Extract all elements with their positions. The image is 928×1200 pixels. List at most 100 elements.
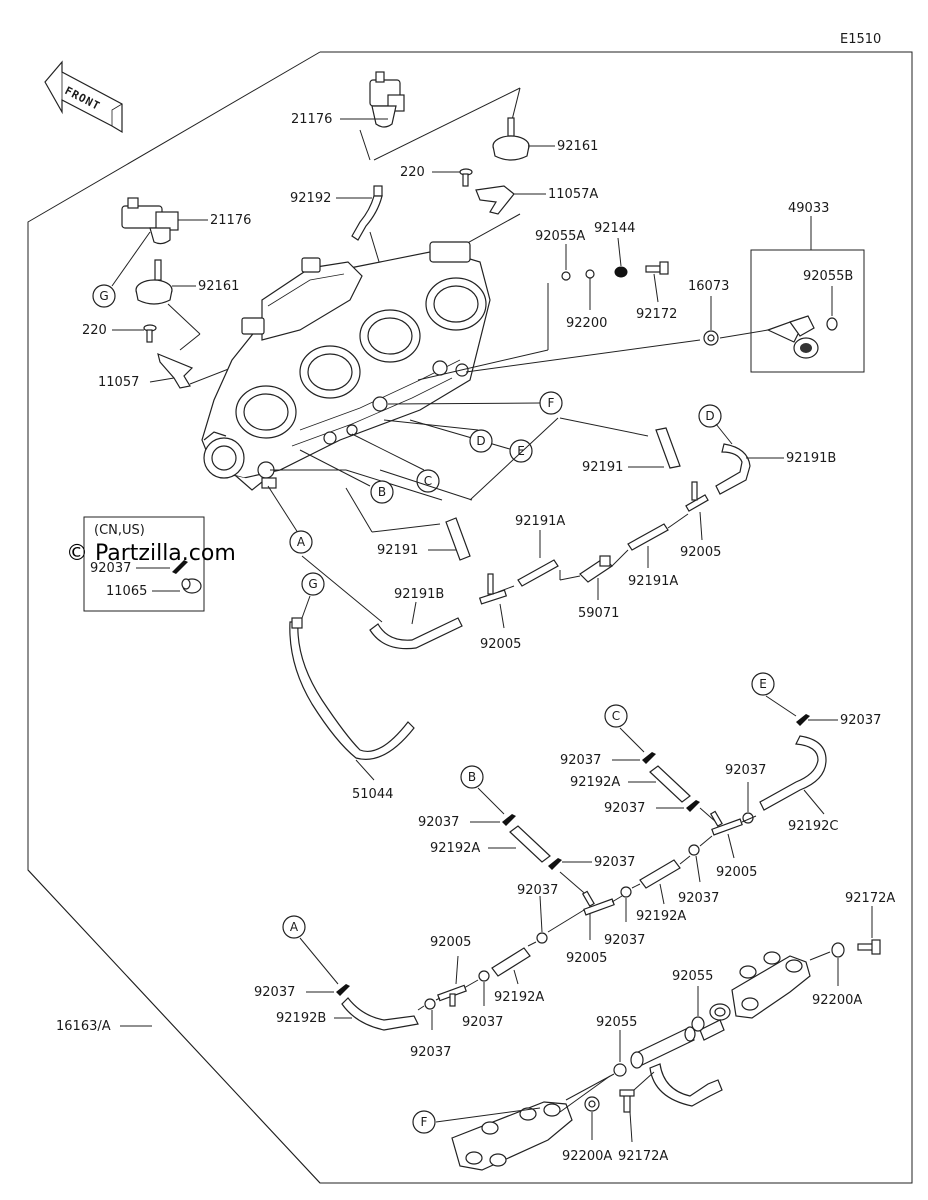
clamp-92037-a[interactable] [336,984,350,996]
bolt-220-top[interactable] [459,168,473,187]
oring-92037-a2[interactable] [424,998,436,1010]
part-92037-c2[interactable]: 92037 [604,801,645,816]
part-21176-left[interactable]: 21176 [210,213,251,228]
hose-92192C[interactable] [759,735,827,811]
hose-92192A-l[interactable] [491,947,531,977]
hose-51044[interactable] [289,617,415,760]
cap-92144[interactable] [614,266,628,278]
fuel-rail-left[interactable] [451,1101,573,1171]
callout-G-lower[interactable]: G [301,572,325,596]
part-92037-c[interactable]: 92037 [560,753,601,768]
part-92161-left[interactable]: 92161 [198,279,239,294]
part-92037-b[interactable]: 92037 [418,815,459,830]
part-92037-b2[interactable]: 92037 [594,855,635,870]
part-92055-bottom[interactable]: 92055 [596,1015,637,1030]
tee-92005-m[interactable] [581,890,615,916]
clamp-92037-b2[interactable] [548,858,562,870]
cap-11065[interactable] [181,578,202,594]
bolt-92172[interactable] [645,261,669,275]
callout-D-upper[interactable]: D [469,429,493,453]
region-part-11065[interactable]: 11065 [106,584,147,599]
bolt-220-left[interactable] [143,324,157,343]
hose-92192A-b[interactable] [509,825,551,863]
part-92161-top[interactable]: 92161 [557,139,598,154]
part-92144[interactable]: 92144 [594,221,635,236]
part-92005-left[interactable]: 92005 [480,637,521,652]
part-92005-m[interactable]: 92005 [566,951,607,966]
bolt-92172A-bottom[interactable] [619,1089,635,1113]
part-92192C[interactable]: 92192C [788,819,838,834]
part-92037-e[interactable]: 92037 [840,713,881,728]
callout-G-upper[interactable]: G [92,284,116,308]
callout-F-upper[interactable]: F [539,391,563,415]
part-92037-r1[interactable]: 92037 [725,763,766,778]
callout-E-lower[interactable]: E [751,672,775,696]
oring-92037-m1[interactable] [620,886,632,898]
part-92192A-b[interactable]: 92192A [430,841,480,856]
hose-92192B-a[interactable] [341,997,419,1031]
part-92172A-bottom[interactable]: 92172A [618,1149,668,1164]
part-51044[interactable]: 51044 [352,787,393,802]
callout-C-upper[interactable]: C [416,469,440,493]
hose-92191A-right[interactable] [627,523,669,551]
clamp-92037-e[interactable] [796,714,810,726]
part-92191B-left[interactable]: 92191B [394,587,444,602]
hose-92191B-right[interactable] [715,443,751,495]
oring-92055-bottom[interactable] [613,1063,627,1077]
part-92055-right[interactable]: 92055 [672,969,713,984]
part-92191A-mid[interactable]: 92191A [515,514,565,529]
clamp-92037-c[interactable] [642,752,656,764]
part-92055A[interactable]: 92055A [535,229,585,244]
hose-92191B-left[interactable] [369,617,463,650]
throttle-body-assembly[interactable] [201,241,491,491]
part-92192A-c[interactable]: 92192A [570,775,620,790]
part-92005-l[interactable]: 92005 [430,935,471,950]
part-92191-mid[interactable]: 92191 [377,543,418,558]
washer-92055B[interactable] [826,317,838,331]
sensor-49033[interactable] [766,315,819,359]
part-92005-right[interactable]: 92005 [680,545,721,560]
part-92037-m2[interactable]: 92037 [678,891,719,906]
tee-92005-l[interactable] [437,984,467,1007]
grommet-92161-left[interactable] [135,259,173,305]
part-59071[interactable]: 59071 [578,606,619,621]
tee-92005-left[interactable] [478,573,508,605]
fuel-pipe[interactable] [630,1026,723,1107]
bolt-92172A-right[interactable] [857,939,881,955]
callout-B-upper[interactable]: B [370,480,394,504]
part-92005-r2[interactable]: 92005 [716,865,757,880]
part-92191-right[interactable]: 92191 [582,460,623,475]
callout-C-lower[interactable]: C [604,704,628,728]
oring-92037-m3[interactable] [536,932,548,944]
part-92172[interactable]: 92172 [636,307,677,322]
callout-A-upper[interactable]: A [289,530,313,554]
washer-92200A-right[interactable] [831,942,845,958]
part-92192B-a[interactable]: 92192B [276,1011,326,1026]
part-92192-top[interactable]: 92192 [290,191,331,206]
part-11057[interactable]: 11057 [98,375,139,390]
callout-F-lower[interactable]: F [412,1110,436,1134]
hose-92191-right[interactable] [655,427,681,469]
part-92172A-right[interactable]: 92172A [845,891,895,906]
oring-92037-m2[interactable] [688,844,700,856]
part-21176-top[interactable]: 21176 [291,112,332,127]
washer-92055A[interactable] [561,271,571,281]
callout-D-lower-right[interactable]: D [698,404,722,428]
part-11057A[interactable]: 11057A [548,187,598,202]
sensor-left[interactable] [121,197,179,245]
oring-92055-right[interactable] [691,1016,705,1032]
bracket-11057[interactable] [157,352,194,389]
part-220-top[interactable]: 220 [400,165,425,180]
part-92191A-right[interactable]: 92191A [628,574,678,589]
part-92037-a2[interactable]: 92037 [410,1045,451,1060]
sensor-top[interactable] [369,71,405,128]
hose-92191A-mid[interactable] [517,559,559,587]
callout-B-lower[interactable]: B [460,765,484,789]
region-part-92037[interactable]: 92037 [90,561,131,576]
part-92192A-m[interactable]: 92192A [636,909,686,924]
washer-92200A-bottom[interactable] [584,1096,600,1112]
bracket-11057A[interactable] [475,185,515,215]
part-49033[interactable]: 49033 [788,201,829,216]
part-92037-a[interactable]: 92037 [254,985,295,1000]
part-92037-l2[interactable]: 92037 [462,1015,503,1030]
